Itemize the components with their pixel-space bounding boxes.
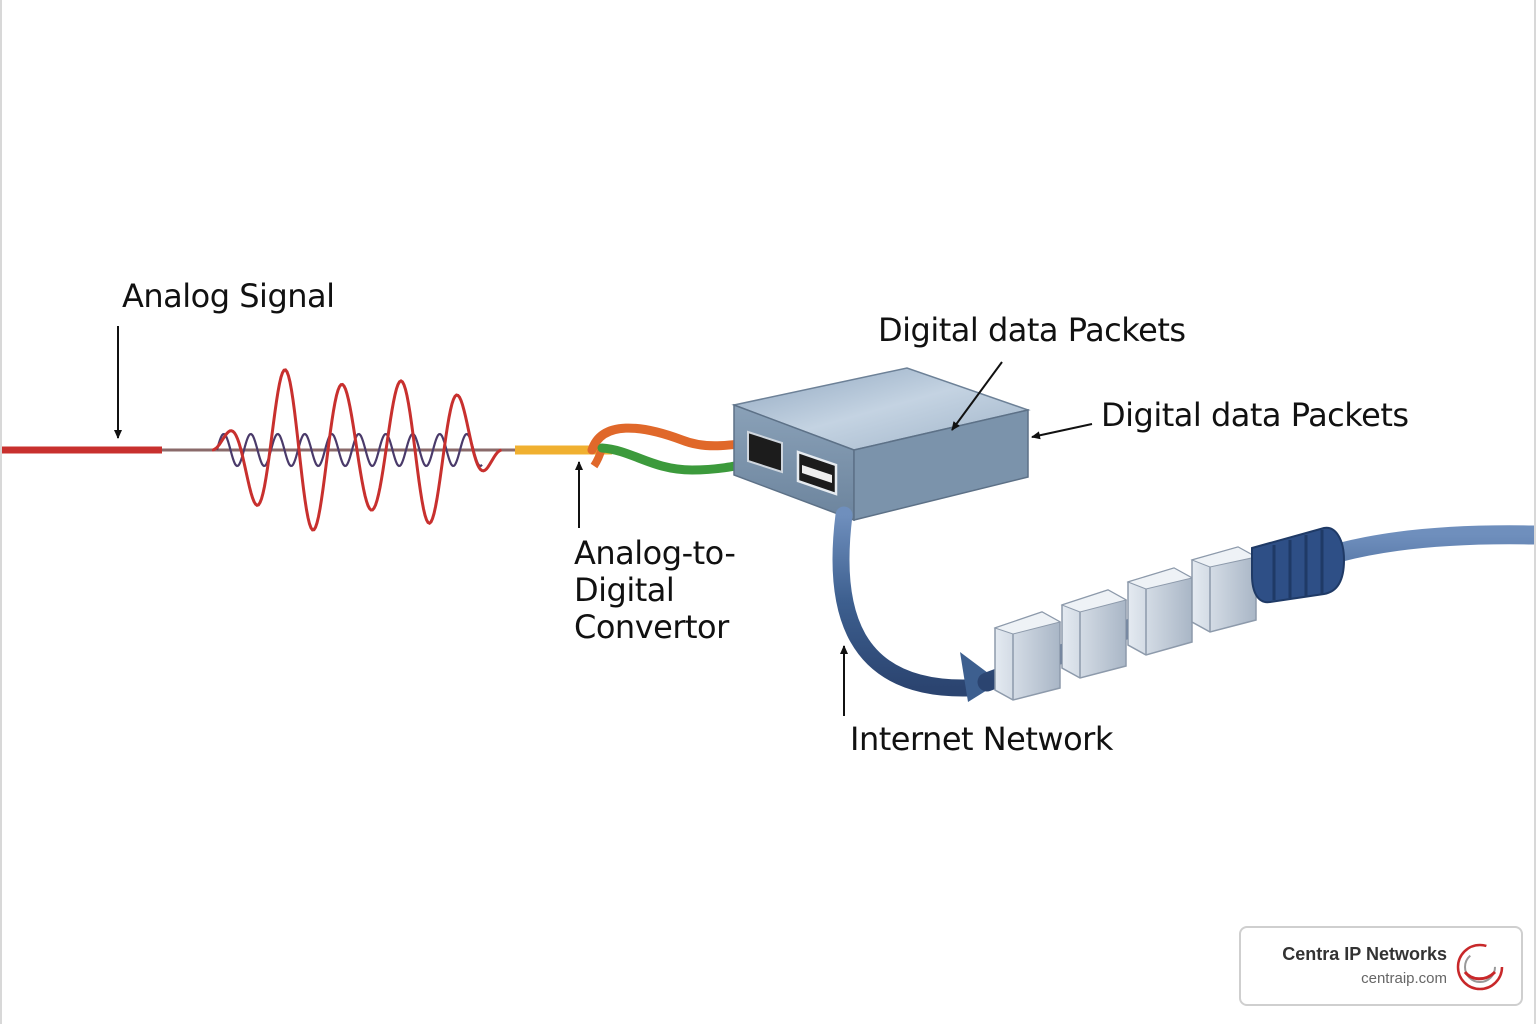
converter-box-side: [853, 409, 1029, 521]
port-pins: [802, 465, 832, 483]
analog-signal-wave: [211, 368, 502, 532]
packets-right-arrow: [1031, 423, 1093, 440]
data-packet: [1126, 567, 1194, 656]
brand-logo-icon: [1456, 943, 1504, 991]
data-packet: [1060, 589, 1128, 679]
brand-badge[interactable]: Centra IP Networks centraip.com: [1239, 926, 1523, 1006]
rj45-connector: [1251, 526, 1346, 604]
packets-top-arrow: [951, 361, 1003, 431]
digital-signal-wave: [215, 432, 483, 468]
internet-cable-curve: [832, 506, 976, 697]
adc-label-line1: Analog-to-Digital: [574, 534, 736, 609]
brand-name: Centra IP Networks: [1282, 944, 1447, 964]
data-packet: [1190, 546, 1258, 633]
data-packets: [993, 546, 1258, 701]
brand-url[interactable]: centraip.com: [1361, 970, 1447, 987]
adc-label-line2: Convertor: [574, 607, 729, 646]
data-packet: [993, 611, 1062, 701]
analog-signal-label: Analog Signal: [122, 277, 335, 315]
digital-packets-label-top: Digital data Packets: [878, 311, 1186, 349]
digital-packets-label-right: Digital data Packets: [1101, 396, 1409, 434]
adc-label: Analog-to-Digital Convertor: [574, 535, 834, 645]
ethernet-port-left: [747, 430, 783, 474]
internet-network-label: Internet Network: [850, 720, 1113, 758]
